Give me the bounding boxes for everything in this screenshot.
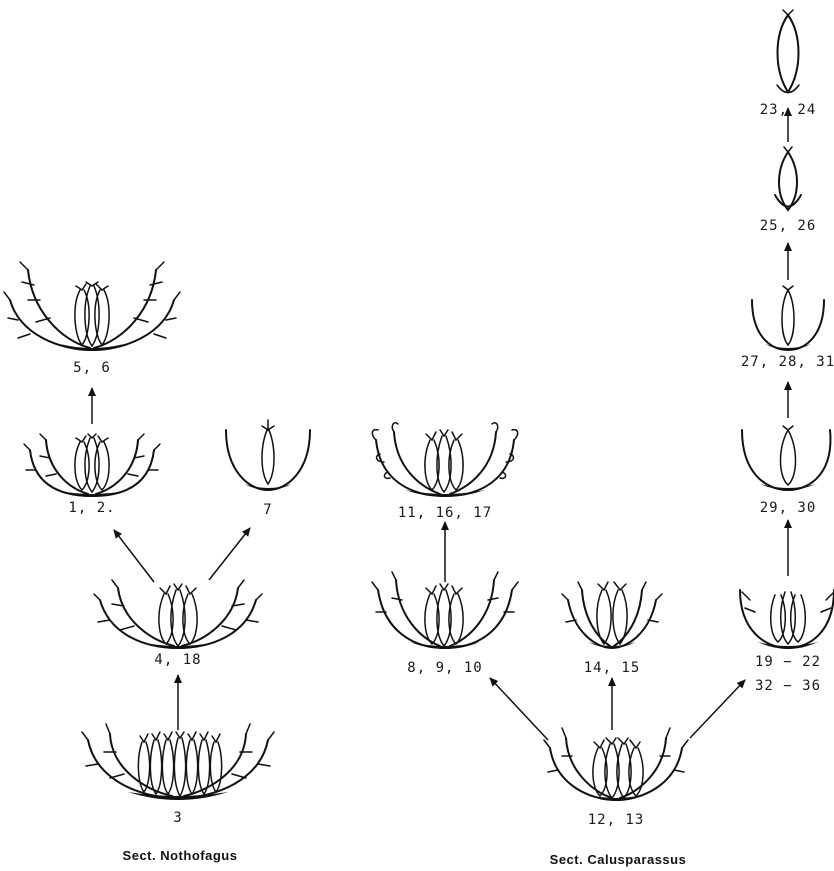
cupule-8-9-10 <box>371 571 519 650</box>
section-title-nothofagus: Sect. Nothofagus <box>122 848 238 863</box>
node-label-4-18: 4, 18 <box>154 652 202 668</box>
arrow-4-to-7 <box>208 527 251 581</box>
cupule-11-16-17 <box>371 421 519 498</box>
node-label-12-13: 12, 13 <box>587 812 645 828</box>
node-label-29-30: 29, 30 <box>759 500 817 516</box>
arrow-12-to-8 <box>489 677 549 741</box>
cupule-14-15 <box>561 581 663 650</box>
node-label-23-24: 23, 24 <box>759 102 817 118</box>
arrow-4-to-1 <box>113 529 155 583</box>
arrows <box>88 107 792 741</box>
cupule-7 <box>225 419 311 492</box>
section-title-calusparassus: Sect. Calusparassus <box>549 852 687 867</box>
cupule-1-2 <box>23 433 161 498</box>
cupule-29-30 <box>741 425 832 492</box>
node-label-19-22: 19 − 22 <box>754 654 822 670</box>
cupule-5-6 <box>3 261 181 352</box>
node-label-8-9-10: 8, 9, 10 <box>407 660 483 676</box>
node-label-7: 7 <box>263 502 273 518</box>
node-label-3: 3 <box>173 810 183 826</box>
cupule-27-28-31 <box>751 285 825 352</box>
arrow-12-to-19 <box>689 679 746 739</box>
cupule-12-13 <box>543 727 689 802</box>
cupule-3 <box>81 723 275 800</box>
node-label-25-26: 25, 26 <box>759 218 817 234</box>
cupule-19-22 <box>739 589 834 650</box>
node-label-11-16-17: 11, 16, 17 <box>397 505 493 521</box>
node-label-1-2: 1, 2. <box>68 500 116 516</box>
node-label-5-6: 5, 6 <box>73 360 111 376</box>
node-label-32-36: 32 − 36 <box>754 678 822 694</box>
cupule-4-18 <box>93 579 263 650</box>
cupule-25-26 <box>774 146 802 212</box>
node-label-27-28-31: 27, 28, 31 <box>740 354 834 370</box>
cupule-23-24 <box>776 9 800 94</box>
node-label-14-15: 14, 15 <box>583 660 641 676</box>
